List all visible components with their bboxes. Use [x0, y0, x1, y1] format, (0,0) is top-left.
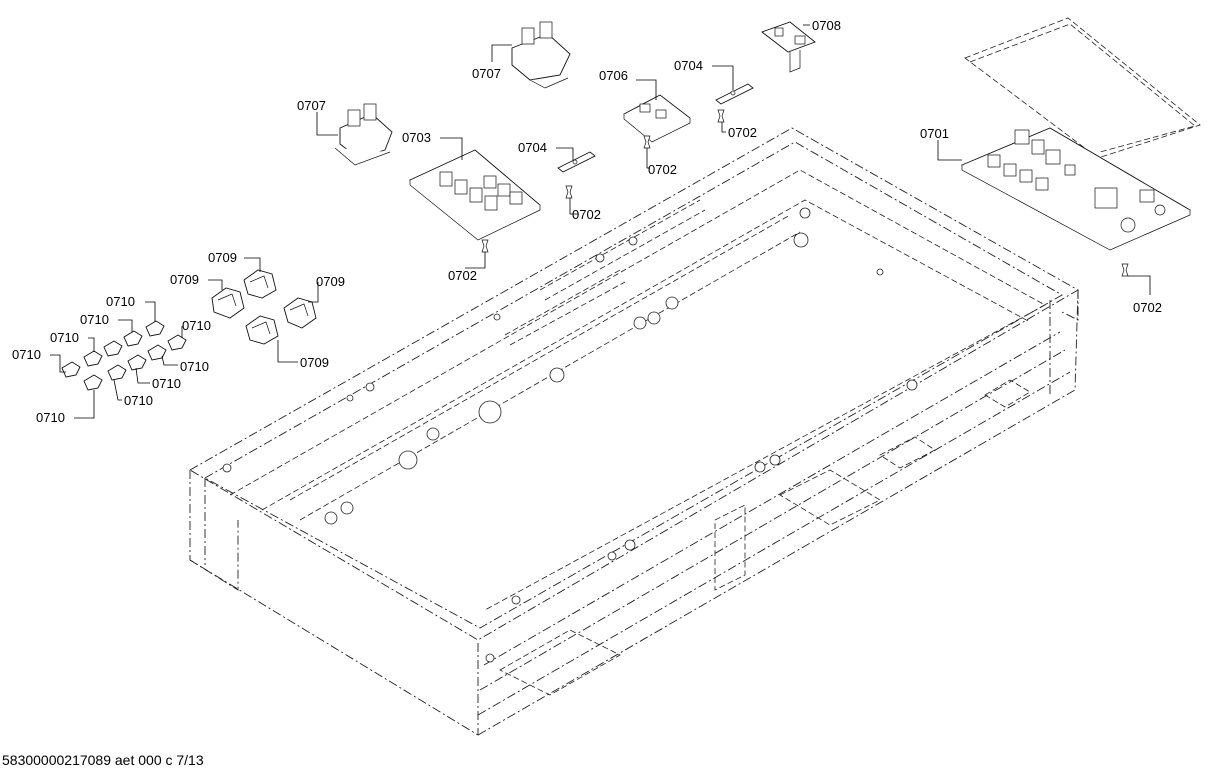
relay-pcb-0703	[409, 149, 541, 241]
label-0701: 0701	[920, 126, 949, 141]
document-reference: 58300000217089 aet 000 c 7/13	[2, 752, 204, 768]
label-0710-c: 0710	[50, 330, 79, 345]
part-labels: 0708 0707 0706 0704 0702 0707 0703 0704 …	[12, 18, 1162, 425]
label-0707-left: 0707	[297, 98, 326, 113]
display-strip-0704-a	[715, 83, 754, 105]
transformer-0707-a	[511, 21, 571, 89]
label-0704-mid: 0704	[518, 140, 547, 155]
label-0702-e: 0702	[1133, 300, 1162, 315]
label-0706: 0706	[599, 68, 628, 83]
label-0702-d: 0702	[448, 268, 477, 283]
label-0704-top: 0704	[674, 58, 703, 73]
transformer-0707-b	[334, 103, 393, 166]
small-clips-0710	[61, 320, 187, 391]
cover-plate	[964, 17, 1201, 159]
label-0710-g: 0710	[152, 376, 181, 391]
label-0709-a: 0709	[208, 250, 237, 265]
label-0703: 0703	[402, 130, 431, 145]
label-0710-a: 0710	[106, 294, 135, 309]
label-0710-d: 0710	[12, 347, 41, 362]
label-0702-a: 0702	[728, 125, 757, 140]
display-strip-0704-b	[557, 151, 596, 173]
label-0710-i: 0710	[36, 410, 65, 425]
main-pcb-0701	[960, 127, 1191, 251]
clips-0702	[481, 109, 1129, 277]
label-0710-f: 0710	[180, 359, 209, 374]
label-0709-d: 0709	[300, 355, 329, 370]
label-0710-h: 0710	[124, 393, 153, 408]
label-0709-b: 0709	[170, 272, 199, 287]
sensor-board-0708	[761, 21, 816, 73]
label-0702-b: 0702	[648, 162, 677, 177]
label-0710-e: 0710	[182, 318, 211, 333]
label-0702-c: 0702	[572, 207, 601, 222]
label-0707-top: 0707	[472, 66, 501, 81]
label-0709-c: 0709	[316, 274, 345, 289]
leader-lines	[50, 24, 1151, 419]
control-pcb-0706	[623, 94, 691, 143]
chassis-holes	[222, 207, 918, 663]
chassis-housing	[189, 127, 1079, 736]
cable-clamps-0709	[211, 269, 317, 345]
label-0708: 0708	[812, 18, 841, 33]
label-0710-b: 0710	[80, 312, 109, 327]
